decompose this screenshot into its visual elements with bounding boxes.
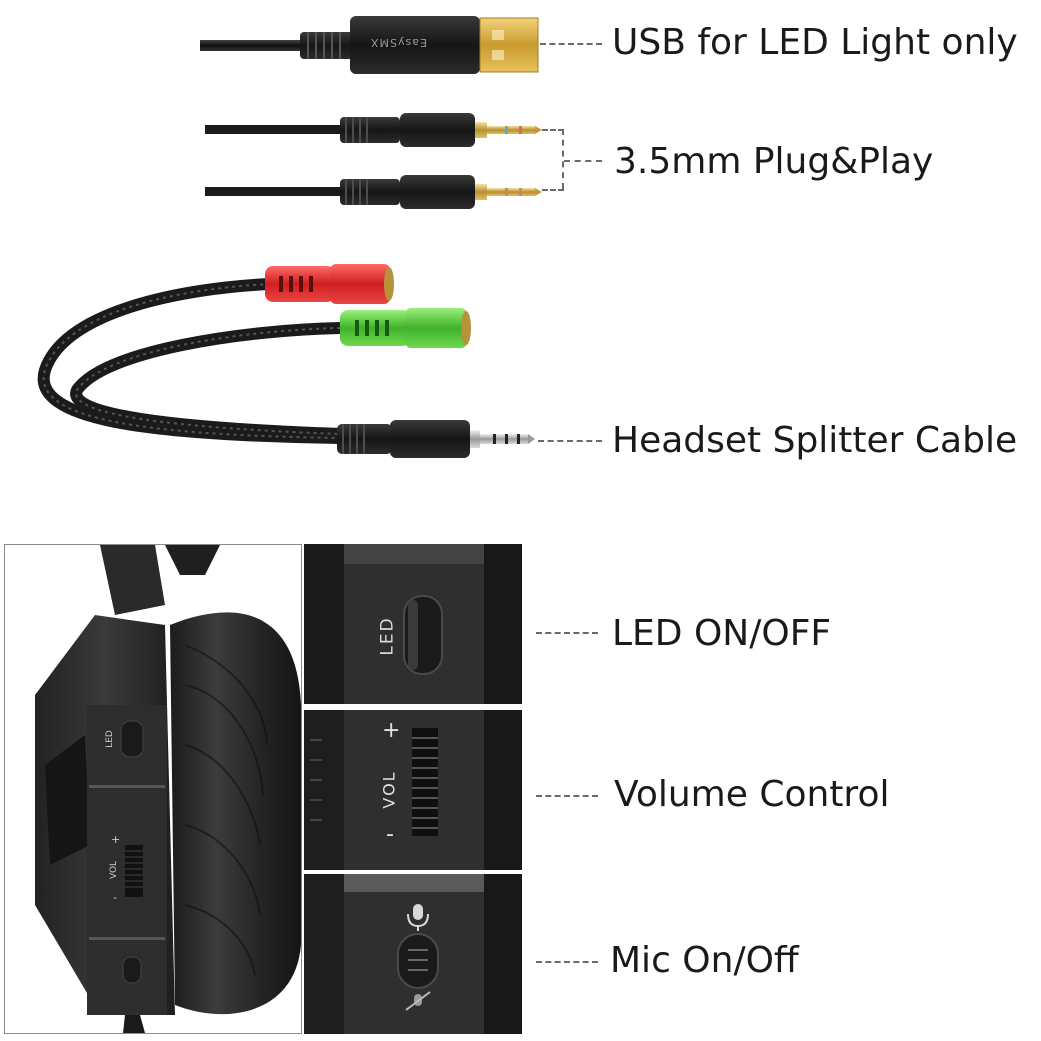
led-label: LED ON/OFF xyxy=(612,613,832,654)
small-plus-text: + xyxy=(111,833,121,846)
led-closeup-illustration xyxy=(304,544,522,704)
microphone-muted-icon xyxy=(405,991,431,1011)
small-vol-text: VOL xyxy=(109,860,120,880)
plug-leader-bottom xyxy=(542,189,564,191)
splitter-cable xyxy=(37,264,535,458)
plug-bracket xyxy=(562,129,564,189)
audio-plug-1 xyxy=(205,113,542,147)
usb-leader-line xyxy=(540,43,602,45)
led-closeup-text: LED xyxy=(377,616,398,656)
microphone-icon xyxy=(407,904,429,931)
mic-closeup-illustration xyxy=(304,874,522,1034)
red-audio-socket xyxy=(265,264,394,304)
usb-cable xyxy=(200,16,539,74)
green-audio-socket xyxy=(340,308,471,348)
mic-leader-line xyxy=(536,961,598,963)
usb-brand-text: EasySMX xyxy=(370,36,427,49)
volume-closeup-photo: + VOL - xyxy=(304,710,522,870)
volume-minus-text: - xyxy=(386,822,394,847)
splitter-leader-line xyxy=(538,440,602,442)
splitter-label: Headset Splitter Cable xyxy=(612,420,1018,461)
headset-illustration xyxy=(35,545,301,1033)
plug-leader-main xyxy=(564,160,602,162)
volume-vol-text: VOL xyxy=(379,770,399,809)
led-closeup-photo: LED xyxy=(304,544,522,704)
led-leader-line xyxy=(536,632,598,634)
audio-plug-2 xyxy=(205,175,542,209)
volume-label: Volume Control xyxy=(614,774,890,815)
plugs-label: 3.5mm Plug&Play xyxy=(614,141,934,182)
volume-closeup-illustration xyxy=(304,710,522,870)
plug-leader-top xyxy=(542,129,564,131)
audio-plugs xyxy=(205,113,542,209)
small-minus-text: - xyxy=(113,891,117,904)
mic-label: Mic On/Off xyxy=(610,940,799,981)
usb-label: USB for LED Light only xyxy=(612,22,1018,63)
splitter-plug xyxy=(337,420,535,458)
headset-side-photo: LED VOL + - xyxy=(4,544,302,1034)
small-led-text: LED xyxy=(104,730,115,748)
volume-plus-text: + xyxy=(382,718,401,743)
mic-closeup-photo xyxy=(304,874,522,1034)
volume-leader-line xyxy=(536,795,598,797)
